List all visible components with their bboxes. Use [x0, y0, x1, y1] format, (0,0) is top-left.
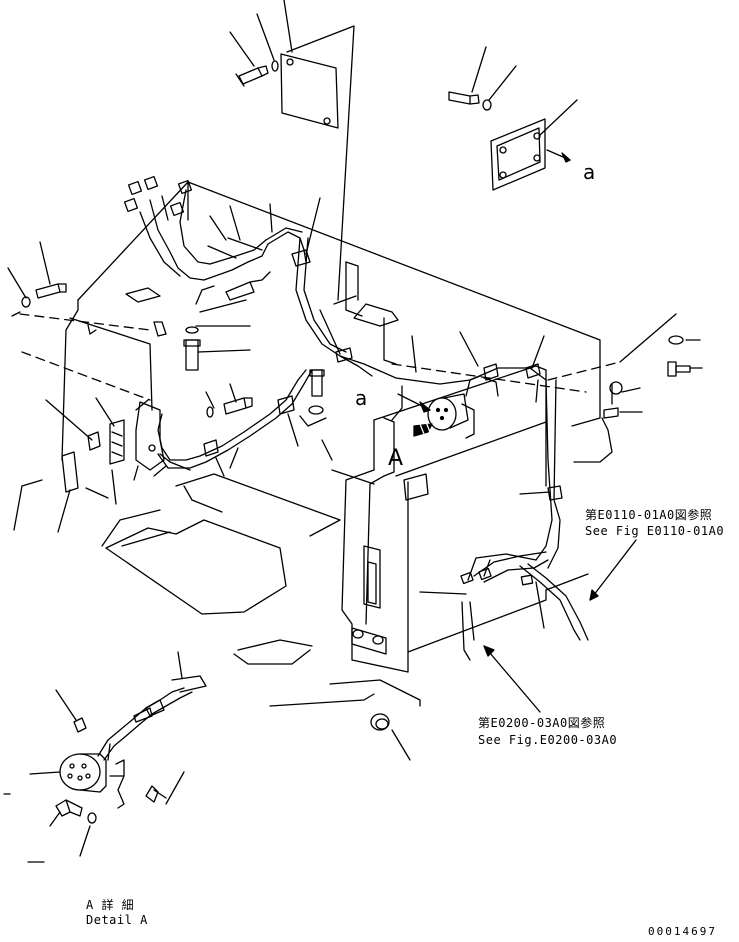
- washer-right-top: [482, 99, 492, 111]
- wiring-harness-upper: [123, 175, 307, 305]
- view-marker-a-right: a: [583, 160, 596, 184]
- cover-plate-top: [280, 53, 339, 129]
- machine-body: [11, 181, 677, 461]
- left-bracket: [61, 399, 165, 493]
- left-bolts: [21, 283, 327, 471]
- washer-top: [271, 60, 279, 72]
- detail-marker-a: A: [388, 446, 404, 471]
- detail-a-drawing: [3, 651, 207, 863]
- detail-title-english: Detail A: [86, 913, 148, 927]
- reference-1-japanese: 第E0110-01A0図参照: [585, 508, 713, 522]
- reference-2-english: See Fig.E0200-03A0: [478, 733, 618, 747]
- inspection-cover: [490, 118, 546, 191]
- leader-lines-left: [7, 197, 551, 629]
- drawing-number: 00014697: [648, 925, 717, 938]
- horn-assembly: [397, 375, 499, 439]
- frame-panel: [331, 365, 589, 673]
- leader-lines-right-top: [471, 46, 578, 163]
- floor-base: [13, 473, 421, 707]
- harness-clips: [203, 249, 563, 501]
- grommet: [370, 713, 411, 761]
- bolt-right-top: [448, 91, 480, 105]
- detail-title-japanese: A 詳 細: [86, 898, 135, 912]
- view-marker-a-center: a: [355, 386, 368, 410]
- leader-lines-top: [229, 0, 355, 301]
- bolt-top: [235, 65, 269, 87]
- reference-arrows: [483, 539, 637, 713]
- right-bolts: [619, 335, 703, 413]
- reference-2-japanese: 第E0200-03A0図参照: [478, 716, 606, 730]
- reference-1-english: See Fig E0110-01A0: [585, 524, 725, 538]
